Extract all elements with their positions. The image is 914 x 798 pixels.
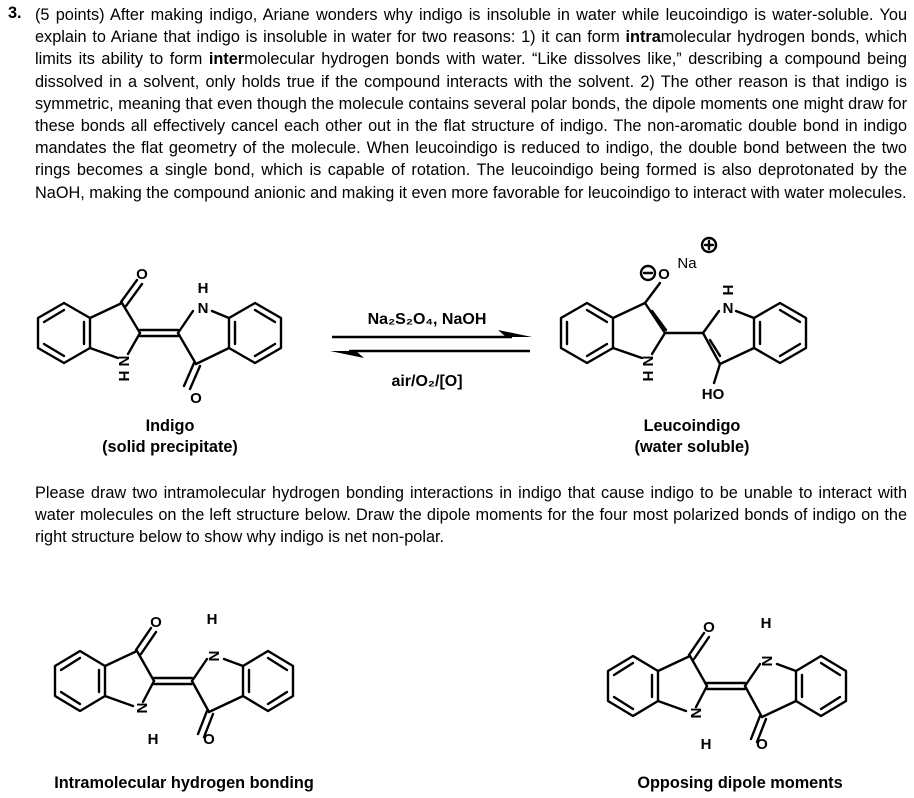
- left-o-top: O: [150, 614, 162, 631]
- indigo-o-top: O: [136, 266, 148, 283]
- left-o-bottom: O: [203, 731, 215, 748]
- reagents-bottom: air/O₂/[O]: [391, 373, 462, 390]
- intro-part-3: molecular hydrogen bonds with water. “Li…: [35, 50, 907, 202]
- indigo-n-bottom: N: [115, 356, 132, 367]
- instructions: Please draw two intramolecular hydrogen …: [35, 484, 907, 547]
- question-intro: (5 points) After making indigo, Ariane w…: [35, 4, 907, 204]
- indigo-o-bottom: O: [190, 390, 202, 407]
- left-h-top: H: [207, 611, 218, 628]
- right-o-top: O: [703, 619, 715, 636]
- leucoindigo-name: Leucoindigo: [643, 417, 741, 435]
- caption-left: Intramolecular hydrogen bonding: [54, 774, 314, 792]
- leucoindigo-label: Leucoindigo (water soluble): [592, 416, 792, 458]
- right-n-bottom: N: [687, 708, 704, 719]
- leuco-na: Na: [677, 255, 697, 272]
- indigo-h-top: H: [198, 280, 209, 297]
- left-n-top: N: [205, 651, 222, 662]
- intro-part-2: molecular hydrogen bonds, which limits i…: [35, 28, 907, 69]
- reagents-top: Na₂S₂O₄, NaOH: [368, 311, 487, 328]
- right-n-top: N: [758, 656, 775, 667]
- indigo-n-top: N: [198, 300, 209, 317]
- right-h-top: H: [761, 615, 772, 632]
- leucoindigo-state: (water soluble): [634, 438, 750, 456]
- intro-part-1: (5 points) After making indigo, Ariane w…: [35, 6, 907, 47]
- left-h-bottom: H: [148, 731, 159, 748]
- right-h-bottom: H: [701, 736, 712, 753]
- intro-bold-intra: intra: [625, 28, 661, 47]
- question-number: 3.: [8, 4, 22, 22]
- indigo-label: Indigo (solid precipitate): [60, 416, 280, 458]
- leuco-ho: HO: [702, 386, 725, 403]
- indigo-state: (solid precipitate): [102, 438, 238, 456]
- leuco-n-bottom: N: [639, 356, 656, 367]
- leuco-o-minus: O: [658, 266, 670, 283]
- caption-right: Opposing dipole moments: [637, 774, 843, 792]
- intro-bold-inter: inter: [208, 50, 245, 69]
- right-o-bottom: O: [756, 736, 768, 753]
- leuco-h-bottom: H: [639, 371, 656, 382]
- left-n-bottom: N: [133, 703, 150, 714]
- leuco-n-top: N: [723, 300, 734, 317]
- indigo-name: Indigo: [145, 417, 195, 435]
- indigo-h-bottom: H: [115, 371, 132, 382]
- leuco-h-top: H: [719, 285, 736, 296]
